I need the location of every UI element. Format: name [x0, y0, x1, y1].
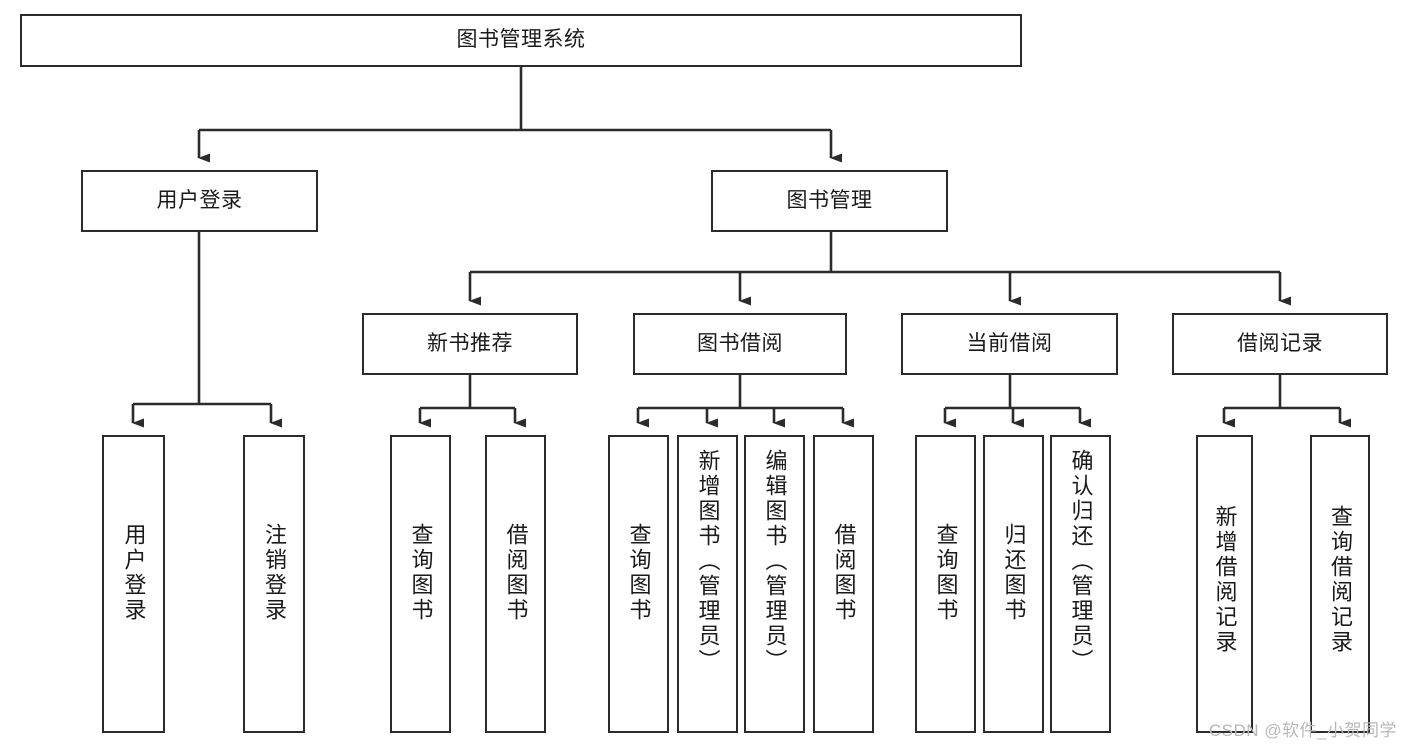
node-leaf-query-book-current[interactable]: 查询图书	[915, 435, 976, 733]
node-leaf-borrow-book-recommend[interactable]: 借阅图书	[485, 435, 546, 733]
node-label: 借阅图书	[831, 523, 857, 623]
watermark-csdn: CSDN @软件_小贺同学	[1208, 721, 1397, 740]
node-label: 查询借阅记录	[1328, 505, 1353, 655]
node-leaf-edit-book-admin[interactable]: 编辑图书（管理员）	[744, 435, 805, 733]
node-label: 编辑图书（管理员）	[762, 449, 788, 674]
node-leaf-add-borrow-record[interactable]: 新增借阅记录	[1196, 435, 1253, 733]
node-label: 当前借阅	[966, 331, 1053, 355]
node-label: 查询图书	[626, 523, 652, 623]
node-label: 新增图书（管理员）	[695, 449, 721, 674]
node-label: 用户登录	[156, 188, 243, 212]
node-label: 注销登录	[262, 523, 287, 623]
node-label: 借阅记录	[1237, 331, 1323, 355]
node-label: 用户登录	[121, 523, 147, 623]
node-label: 新书推荐	[427, 331, 513, 355]
node-leaf-add-book-admin[interactable]: 新增图书（管理员）	[677, 435, 738, 733]
node-label: 借阅图书	[503, 523, 529, 623]
node-borrow-record[interactable]: 借阅记录	[1172, 313, 1388, 375]
node-label: 图书管理	[786, 188, 873, 212]
node-leaf-user-login[interactable]: 用户登录	[102, 435, 165, 733]
node-leaf-query-borrow-record[interactable]: 查询借阅记录	[1310, 435, 1370, 733]
node-label: 归还图书	[1001, 523, 1027, 623]
node-label: 查询图书	[933, 523, 959, 623]
node-label: 查询图书	[408, 523, 434, 623]
node-leaf-query-book-recommend[interactable]: 查询图书	[390, 435, 451, 733]
node-user-login[interactable]: 用户登录	[81, 170, 318, 232]
node-label: 图书借阅	[697, 331, 783, 355]
node-leaf-logout[interactable]: 注销登录	[243, 435, 305, 733]
node-new-book-recommend[interactable]: 新书推荐	[362, 313, 578, 375]
node-root-book-management-system[interactable]: 图书管理系统	[20, 14, 1022, 67]
node-leaf-return-book[interactable]: 归还图书	[983, 435, 1044, 733]
node-label: 新增借阅记录	[1212, 505, 1238, 655]
node-leaf-confirm-return-admin[interactable]: 确认归还（管理员）	[1050, 435, 1111, 733]
node-label: 确认归还（管理员）	[1068, 449, 1094, 674]
node-book-borrow[interactable]: 图书借阅	[633, 313, 847, 375]
node-leaf-query-book-borrow[interactable]: 查询图书	[608, 435, 669, 733]
node-book-management[interactable]: 图书管理	[711, 170, 948, 232]
node-current-borrow[interactable]: 当前借阅	[901, 313, 1118, 375]
node-leaf-borrow-book-borrow[interactable]: 借阅图书	[813, 435, 874, 733]
node-label: 图书管理系统	[456, 28, 586, 52]
